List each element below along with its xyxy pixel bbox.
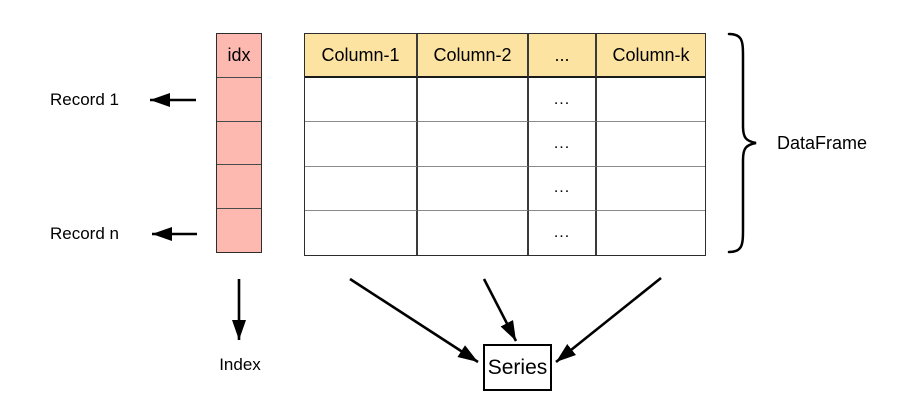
index-cell xyxy=(217,78,261,122)
dataframe-label: DataFrame xyxy=(777,133,868,153)
record-last-label: Record n xyxy=(50,224,119,243)
series-arrow-left xyxy=(349,277,479,364)
column-header-ellipsis: ... xyxy=(529,34,597,78)
series-arrow-middle xyxy=(482,278,518,342)
index-cell xyxy=(217,208,261,252)
series-label: Series xyxy=(487,355,548,379)
table-cell xyxy=(418,166,529,211)
series-arrow-right xyxy=(555,276,662,364)
table-cell xyxy=(305,78,418,123)
table-cell xyxy=(418,210,529,255)
table-cell-ellipsis: ... xyxy=(529,166,597,211)
table-cell xyxy=(597,210,705,255)
column-header: Column-k xyxy=(597,34,705,78)
table-cell-ellipsis: ... xyxy=(529,78,597,123)
table-cell xyxy=(597,78,705,123)
table-cell xyxy=(597,122,705,167)
index-label: Index xyxy=(219,355,261,374)
table-cell-ellipsis: ... xyxy=(529,210,597,255)
record-first-label: Record 1 xyxy=(50,90,119,109)
table-cell xyxy=(597,166,705,211)
index-cell xyxy=(217,121,261,165)
index-column-header: idx xyxy=(217,34,261,78)
table-cell xyxy=(418,78,529,123)
table-cell xyxy=(305,122,418,167)
index-cell xyxy=(217,165,261,209)
column-header: Column-1 xyxy=(305,34,418,78)
dataframe-brace xyxy=(727,32,757,254)
table-cell xyxy=(418,122,529,167)
table-cell-ellipsis: ... xyxy=(529,122,597,167)
index-column: idx xyxy=(216,33,262,253)
series-box: Series xyxy=(483,344,552,391)
column-header: Column-2 xyxy=(418,34,529,78)
dataframe-table: Column-1 Column-2 ... Column-k ... ... .… xyxy=(304,33,706,256)
table-cell xyxy=(305,210,418,255)
table-cell xyxy=(305,166,418,211)
